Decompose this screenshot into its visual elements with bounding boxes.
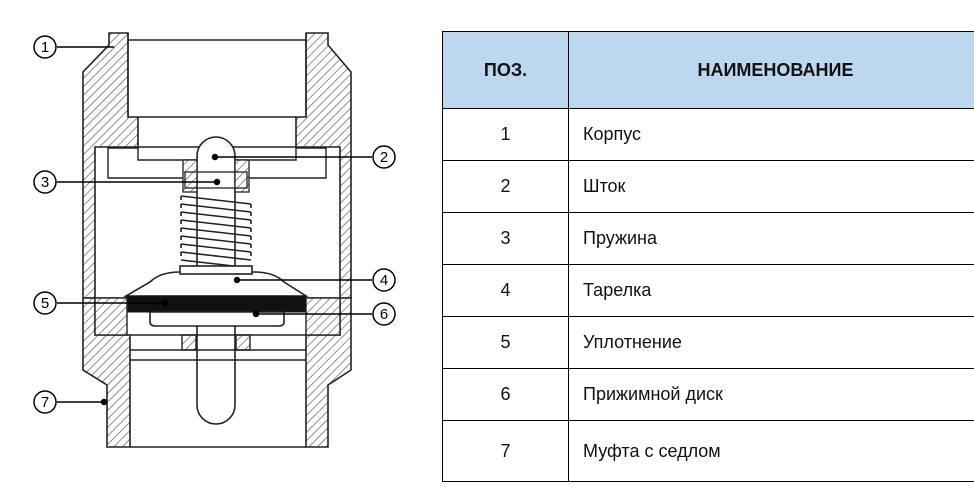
row-position: 6 xyxy=(442,368,569,421)
callout-3: 3 xyxy=(33,170,57,194)
table-header-row: ПОЗ. НАИМЕНОВАНИЕ xyxy=(442,31,974,109)
callout-5: 5 xyxy=(33,291,57,315)
table-row: 2 Шток xyxy=(442,160,974,213)
row-position: 2 xyxy=(442,160,569,213)
callout-7-label: 7 xyxy=(41,394,49,411)
callout-5-label: 5 xyxy=(41,295,49,312)
callout-4-label: 4 xyxy=(380,272,388,289)
row-name: Шток xyxy=(568,160,974,213)
row-name: Муфта с седлом xyxy=(568,420,974,482)
callout-3-label: 3 xyxy=(41,174,49,191)
header-name: НАИМЕНОВАНИЕ xyxy=(568,31,974,109)
table-row: 4 Тарелка xyxy=(442,264,974,317)
row-name: Уплотнение xyxy=(568,316,974,369)
pressure-disc xyxy=(149,311,285,327)
row-name: Прижимной диск xyxy=(568,368,974,421)
leader-lines xyxy=(57,46,372,406)
header-position: ПОЗ. xyxy=(442,31,569,109)
row-position: 5 xyxy=(442,316,569,369)
callout-4: 4 xyxy=(372,268,396,292)
spring xyxy=(180,195,252,269)
table-row: 3 Пружина xyxy=(442,212,974,265)
callout-6-label: 6 xyxy=(380,306,388,323)
table-row: 6 Прижимной диск xyxy=(442,368,974,421)
guide-nut xyxy=(182,159,250,193)
callout-7: 7 xyxy=(33,390,57,414)
callout-6: 6 xyxy=(372,302,396,326)
row-name: Тарелка xyxy=(568,264,974,317)
callout-1: 1 xyxy=(33,35,57,59)
callout-2-label: 2 xyxy=(380,149,388,166)
callout-1-label: 1 xyxy=(41,39,49,56)
table-row: 1 Корпус xyxy=(442,108,974,161)
parts-table: ПОЗ. НАИМЕНОВАНИЕ 1 Корпус 2 Шток 3 Пруж… xyxy=(442,31,974,482)
row-name: Пружина xyxy=(568,212,974,265)
seat-sleeve xyxy=(94,297,341,448)
row-position: 1 xyxy=(442,108,569,161)
disc-plate xyxy=(123,265,309,297)
table-row: 5 Уплотнение xyxy=(442,316,974,369)
callout-2: 2 xyxy=(372,145,396,169)
row-position: 4 xyxy=(442,264,569,317)
row-position: 7 xyxy=(442,420,569,482)
row-name: Корпус xyxy=(568,108,974,161)
check-valve-diagram: 1 2 3 4 5 6 7 xyxy=(33,32,396,448)
table-row: 7 Муфта с седлом xyxy=(442,420,974,482)
seal xyxy=(125,295,307,313)
row-position: 3 xyxy=(442,212,569,265)
